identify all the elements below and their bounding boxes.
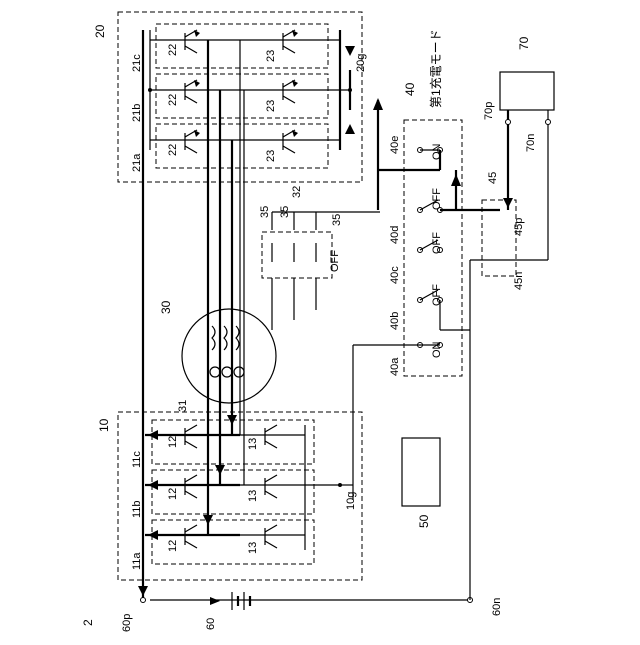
switch-13-row3 — [265, 525, 277, 548]
label-batt60p: 60p — [121, 614, 133, 632]
label-node20g: 20g — [355, 54, 367, 72]
switch-22-row1 — [185, 30, 200, 53]
label-leg11b: 11b — [131, 500, 143, 518]
label-relay-b: 35 — [279, 206, 291, 218]
label-sw13-b: 13 — [247, 490, 259, 502]
label-sw40b: 40b — [389, 312, 401, 330]
label-relay-a: 35 — [259, 206, 271, 218]
label-battery: 60 — [205, 618, 217, 630]
label-leg21a: 21a — [131, 153, 143, 172]
label-leg11c: 11c — [131, 451, 143, 468]
switch-13-row2 — [265, 475, 277, 498]
label-inverter1: 10 — [97, 418, 111, 432]
state-40a: ON — [431, 341, 443, 358]
label-ch70p: 70p — [483, 102, 495, 120]
label-leg11a: 11a — [131, 552, 143, 570]
label-sw23-c: 23 — [265, 150, 277, 162]
switch-22-row2 — [185, 80, 200, 103]
label-sw12-c: 12 — [167, 540, 179, 552]
motor-30 — [182, 309, 276, 403]
switch-23-row1 — [283, 30, 298, 53]
label-relay-box: 32 — [291, 186, 303, 198]
switch-13-row1 — [265, 425, 277, 448]
label-leg21c: 21c — [131, 54, 143, 72]
label-ch70n: 70n — [525, 134, 537, 152]
label-conn45n: 45n — [513, 272, 525, 290]
label-switch-unit: 40 — [403, 82, 417, 96]
label-sw12-a: 12 — [167, 436, 179, 448]
label-sw22-a: 22 — [167, 44, 179, 56]
label-sw12-b: 12 — [167, 488, 179, 500]
switch-12-row1 — [185, 425, 197, 448]
label-sw40c: 40c — [389, 266, 401, 284]
label-batt60n: 60n — [491, 598, 503, 616]
switch-22-row3 — [185, 130, 200, 153]
state-40d: OFF — [431, 188, 443, 210]
state-40b: OFF — [431, 284, 443, 306]
label-sw22-c: 22 — [167, 144, 179, 156]
label-sw40e: 40e — [389, 136, 401, 154]
label-node10g: 10g — [345, 492, 357, 510]
label-inverter2: 20 — [93, 24, 107, 38]
label-sw22-b: 22 — [167, 94, 179, 106]
leg-21a-box — [156, 124, 328, 168]
motor-coils — [210, 326, 244, 377]
label-conn45p: 45p — [513, 218, 525, 236]
label-leg21b: 21b — [131, 104, 143, 122]
battery-60-symbol — [210, 592, 250, 610]
state-40e: ON — [431, 143, 443, 160]
relay-state: OFF — [329, 250, 341, 272]
label-control: 50 — [417, 514, 431, 528]
leg-21c-box — [156, 24, 328, 68]
leg-21b-box — [156, 74, 328, 118]
switch-12-row2 — [185, 475, 197, 498]
switch-23-row2 — [283, 80, 298, 103]
charger-70 — [500, 72, 554, 110]
label-sw13-a: 13 — [247, 438, 259, 450]
control-unit-50 — [402, 438, 440, 506]
label-sw23-b: 23 — [265, 100, 277, 112]
label-connector: 45 — [487, 172, 499, 184]
label-charger: 70 — [517, 36, 531, 50]
label-sw23-a: 23 — [265, 50, 277, 62]
label-motor: 30 — [159, 300, 173, 314]
label-sw40d: 40d — [389, 226, 401, 244]
label-relay-c: 35 — [331, 214, 343, 226]
state-40c: OFF — [431, 232, 443, 254]
label-sw13-c: 13 — [247, 542, 259, 554]
switch-23-row3 — [283, 130, 298, 153]
label-sw40a: 40a — [389, 357, 401, 376]
label-system: 2 — [81, 619, 95, 626]
connector-45 — [482, 200, 516, 276]
mode-label: 第1充電モード — [428, 29, 443, 108]
label-coils: 31 — [177, 400, 189, 412]
switch-12-row3 — [185, 525, 197, 548]
